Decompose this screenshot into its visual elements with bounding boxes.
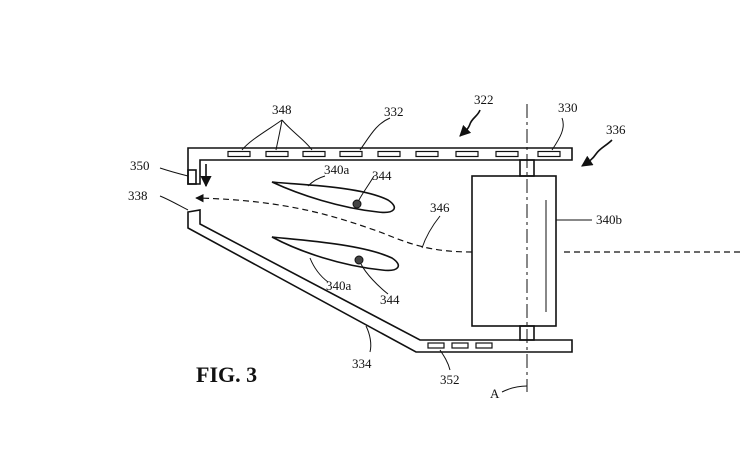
label-340a-top: 340a: [324, 162, 350, 177]
label-axis-a: A: [490, 386, 500, 401]
top-vents: [227, 150, 561, 158]
label-336: 336: [606, 122, 626, 137]
label-332: 332: [384, 104, 404, 119]
figure-caption: FIG. 3: [196, 362, 257, 387]
label-330: 330: [558, 100, 578, 115]
label-350: 350: [130, 158, 150, 173]
label-340b: 340b: [596, 212, 622, 227]
leader-lines: [159, 117, 592, 393]
airflow-path: [196, 198, 740, 253]
label-340a-bottom: 340a: [326, 278, 352, 293]
label-344-bottom: 344: [380, 292, 400, 307]
airfoil-top: [271, 181, 396, 214]
ref-arrow-322: [459, 109, 481, 137]
label-344-top: 344: [372, 168, 392, 183]
label-322: 322: [474, 92, 494, 107]
label-352: 352: [440, 372, 460, 387]
outlet-block: [187, 169, 197, 185]
label-346: 346: [430, 200, 450, 215]
ref-arrow-336: [581, 139, 613, 167]
bottom-vents: [427, 342, 493, 349]
fan-340b: [471, 159, 557, 341]
label-334: 334: [352, 356, 372, 371]
label-338: 338: [128, 188, 148, 203]
label-348: 348: [272, 102, 292, 117]
airfoil-bottom: [271, 236, 400, 272]
bottom-wall: [187, 209, 573, 353]
